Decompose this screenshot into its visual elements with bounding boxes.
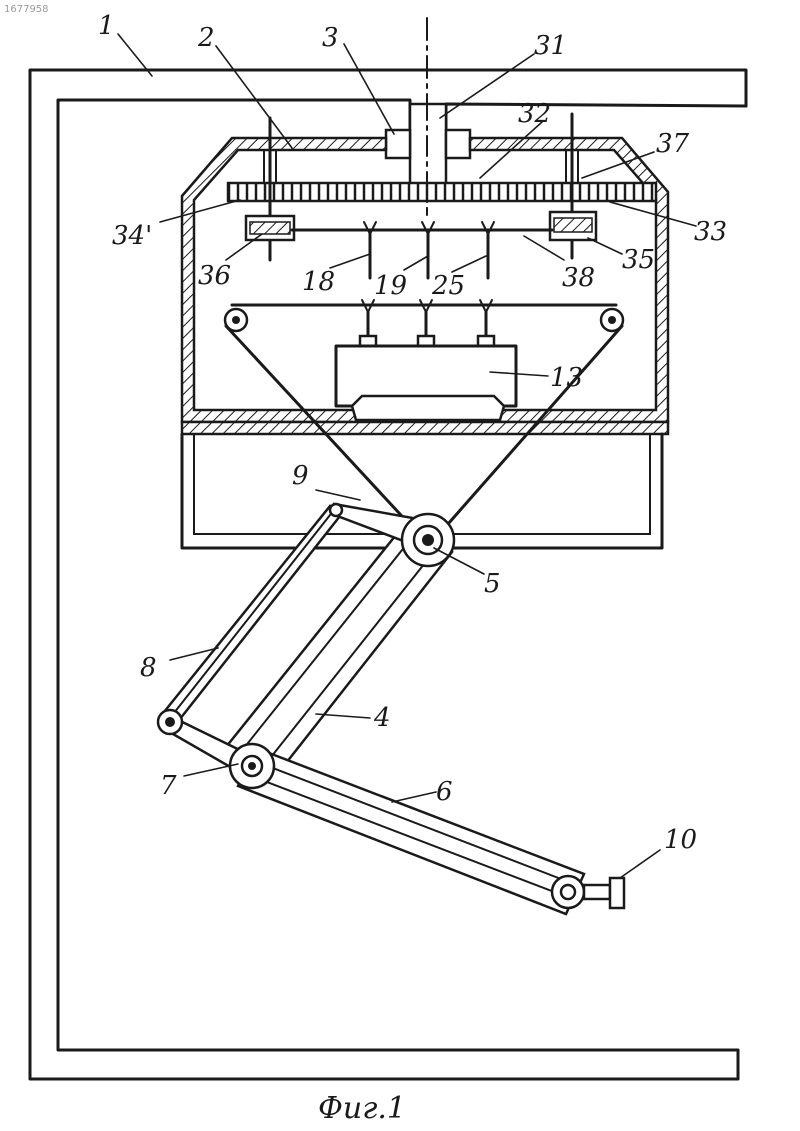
label-9: 9 (292, 461, 309, 491)
label-34-prime: 34' (112, 221, 152, 251)
workpiece-13 (336, 346, 516, 420)
bearing-3-left (386, 130, 410, 158)
label-5: 5 (484, 569, 501, 599)
label-19: 19 (374, 271, 407, 301)
joint-7 (230, 744, 274, 788)
grippers (360, 300, 494, 346)
bearing-3-right (446, 130, 470, 158)
label-8: 8 (140, 653, 157, 683)
label-6: 6 (436, 777, 453, 807)
document-stamp: 1677958 (4, 4, 49, 15)
label-3: 3 (322, 23, 339, 53)
label-31: 31 (534, 31, 567, 61)
arm-link-6 (238, 748, 584, 914)
gear-wheel-32 (228, 183, 656, 201)
label-37: 37 (656, 129, 690, 159)
label-10: 10 (664, 825, 697, 855)
label-38: 38 (562, 263, 595, 293)
pulley-35 (550, 212, 596, 240)
figure-caption: Фиг.1 (318, 1091, 406, 1126)
label-25: 25 (431, 271, 465, 301)
label-1: 1 (98, 11, 115, 41)
label-4: 4 (373, 703, 391, 733)
joint-5 (402, 514, 454, 566)
gripper-10 (584, 878, 624, 908)
pulley-36 (246, 216, 294, 240)
label-7: 7 (160, 771, 177, 801)
label-35: 35 (622, 245, 655, 275)
housing-floor (182, 422, 668, 434)
label-13: 13 (550, 363, 583, 393)
label-36: 36 (198, 261, 231, 291)
label-32: 32 (518, 99, 551, 129)
label-33: 33 (694, 217, 727, 247)
label-18: 18 (302, 267, 335, 297)
pivot-9 (330, 504, 342, 516)
label-2: 2 (197, 23, 215, 53)
